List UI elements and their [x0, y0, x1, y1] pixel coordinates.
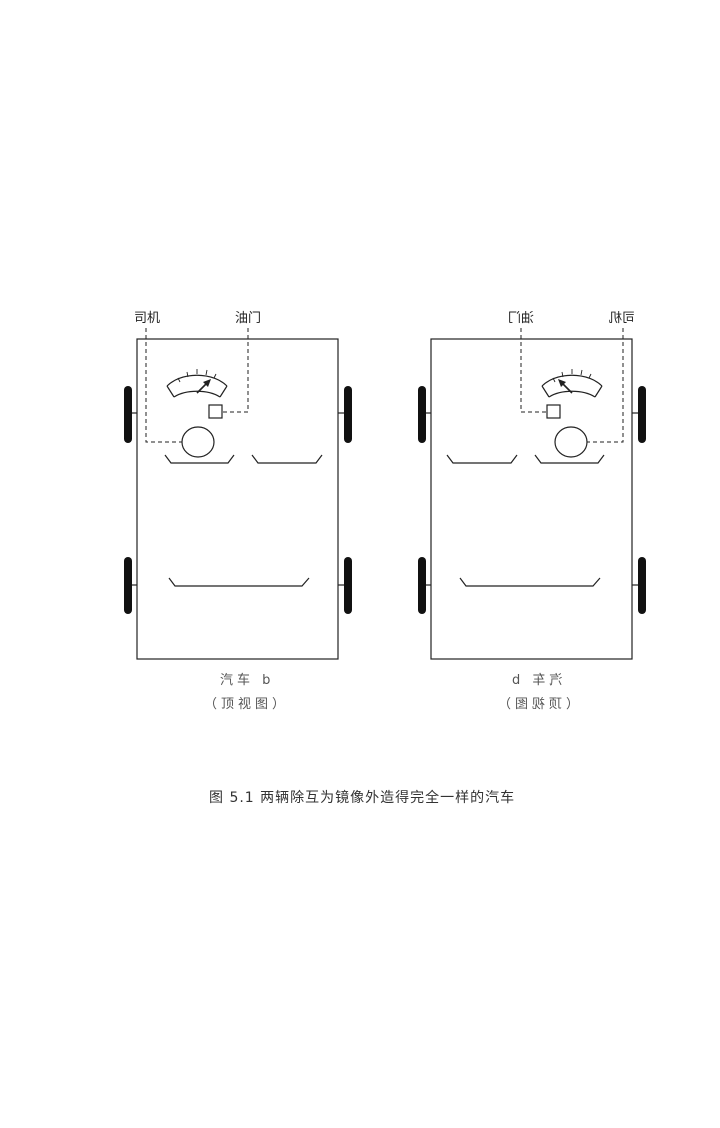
left-car-rear-seat	[168, 577, 310, 587]
right-car-wheel-front-right	[638, 386, 646, 443]
right-car	[418, 328, 646, 660]
right-car-body	[430, 338, 633, 660]
right-car-seat-passenger	[446, 454, 518, 464]
right-car-wheel-front-left	[418, 386, 426, 443]
right-car-steering-wheel	[554, 426, 588, 458]
left-car-driver-label: 司机	[134, 311, 161, 326]
right-car-seat-driver	[534, 454, 605, 464]
left-car-view-caption: （顶视图）	[204, 697, 290, 712]
figure-caption: 图 5.1 两辆除互为镜像外造得完全一样的汽车	[209, 790, 516, 806]
right-car-driver-leader	[587, 328, 624, 443]
left-car-wheels	[124, 386, 352, 614]
left-car-driver-leader	[145, 328, 182, 443]
left-car-wheel-rear-right	[344, 557, 352, 614]
right-car-rear-seat	[459, 577, 601, 587]
right-car-throttle-leader	[520, 328, 547, 413]
left-car-caption: 汽车 b	[220, 673, 275, 688]
right-car-caption: 汽车 b	[508, 673, 563, 688]
right-car-throttle-pedal	[546, 404, 561, 419]
left-car-body	[136, 338, 339, 660]
left-car-wheel-front-right	[344, 386, 352, 443]
left-car-gauge	[166, 369, 228, 398]
right-car-wheels	[418, 386, 646, 614]
left-car-seat-driver	[164, 454, 235, 464]
left-car-throttle-label: 油门	[235, 311, 262, 326]
left-car-seat-passenger	[251, 454, 323, 464]
right-car-wheel-rear-right	[638, 557, 646, 614]
right-car-leader-lines	[520, 328, 624, 443]
left-car	[124, 328, 352, 660]
right-car-view-caption: （顶视图）	[494, 697, 580, 712]
left-car-throttle-pedal	[208, 404, 223, 419]
right-car-driver-label: 司机	[609, 311, 636, 326]
left-car-wheel-front-left	[124, 386, 132, 443]
left-car-leader-lines	[145, 328, 249, 443]
right-car-gauge	[541, 369, 603, 398]
right-car-wheel-rear-left	[418, 557, 426, 614]
left-car-wheel-rear-left	[124, 557, 132, 614]
left-car-steering-wheel	[181, 426, 215, 458]
left-car-throttle-leader	[222, 328, 249, 413]
right-car-throttle-label: 油门	[508, 311, 535, 326]
